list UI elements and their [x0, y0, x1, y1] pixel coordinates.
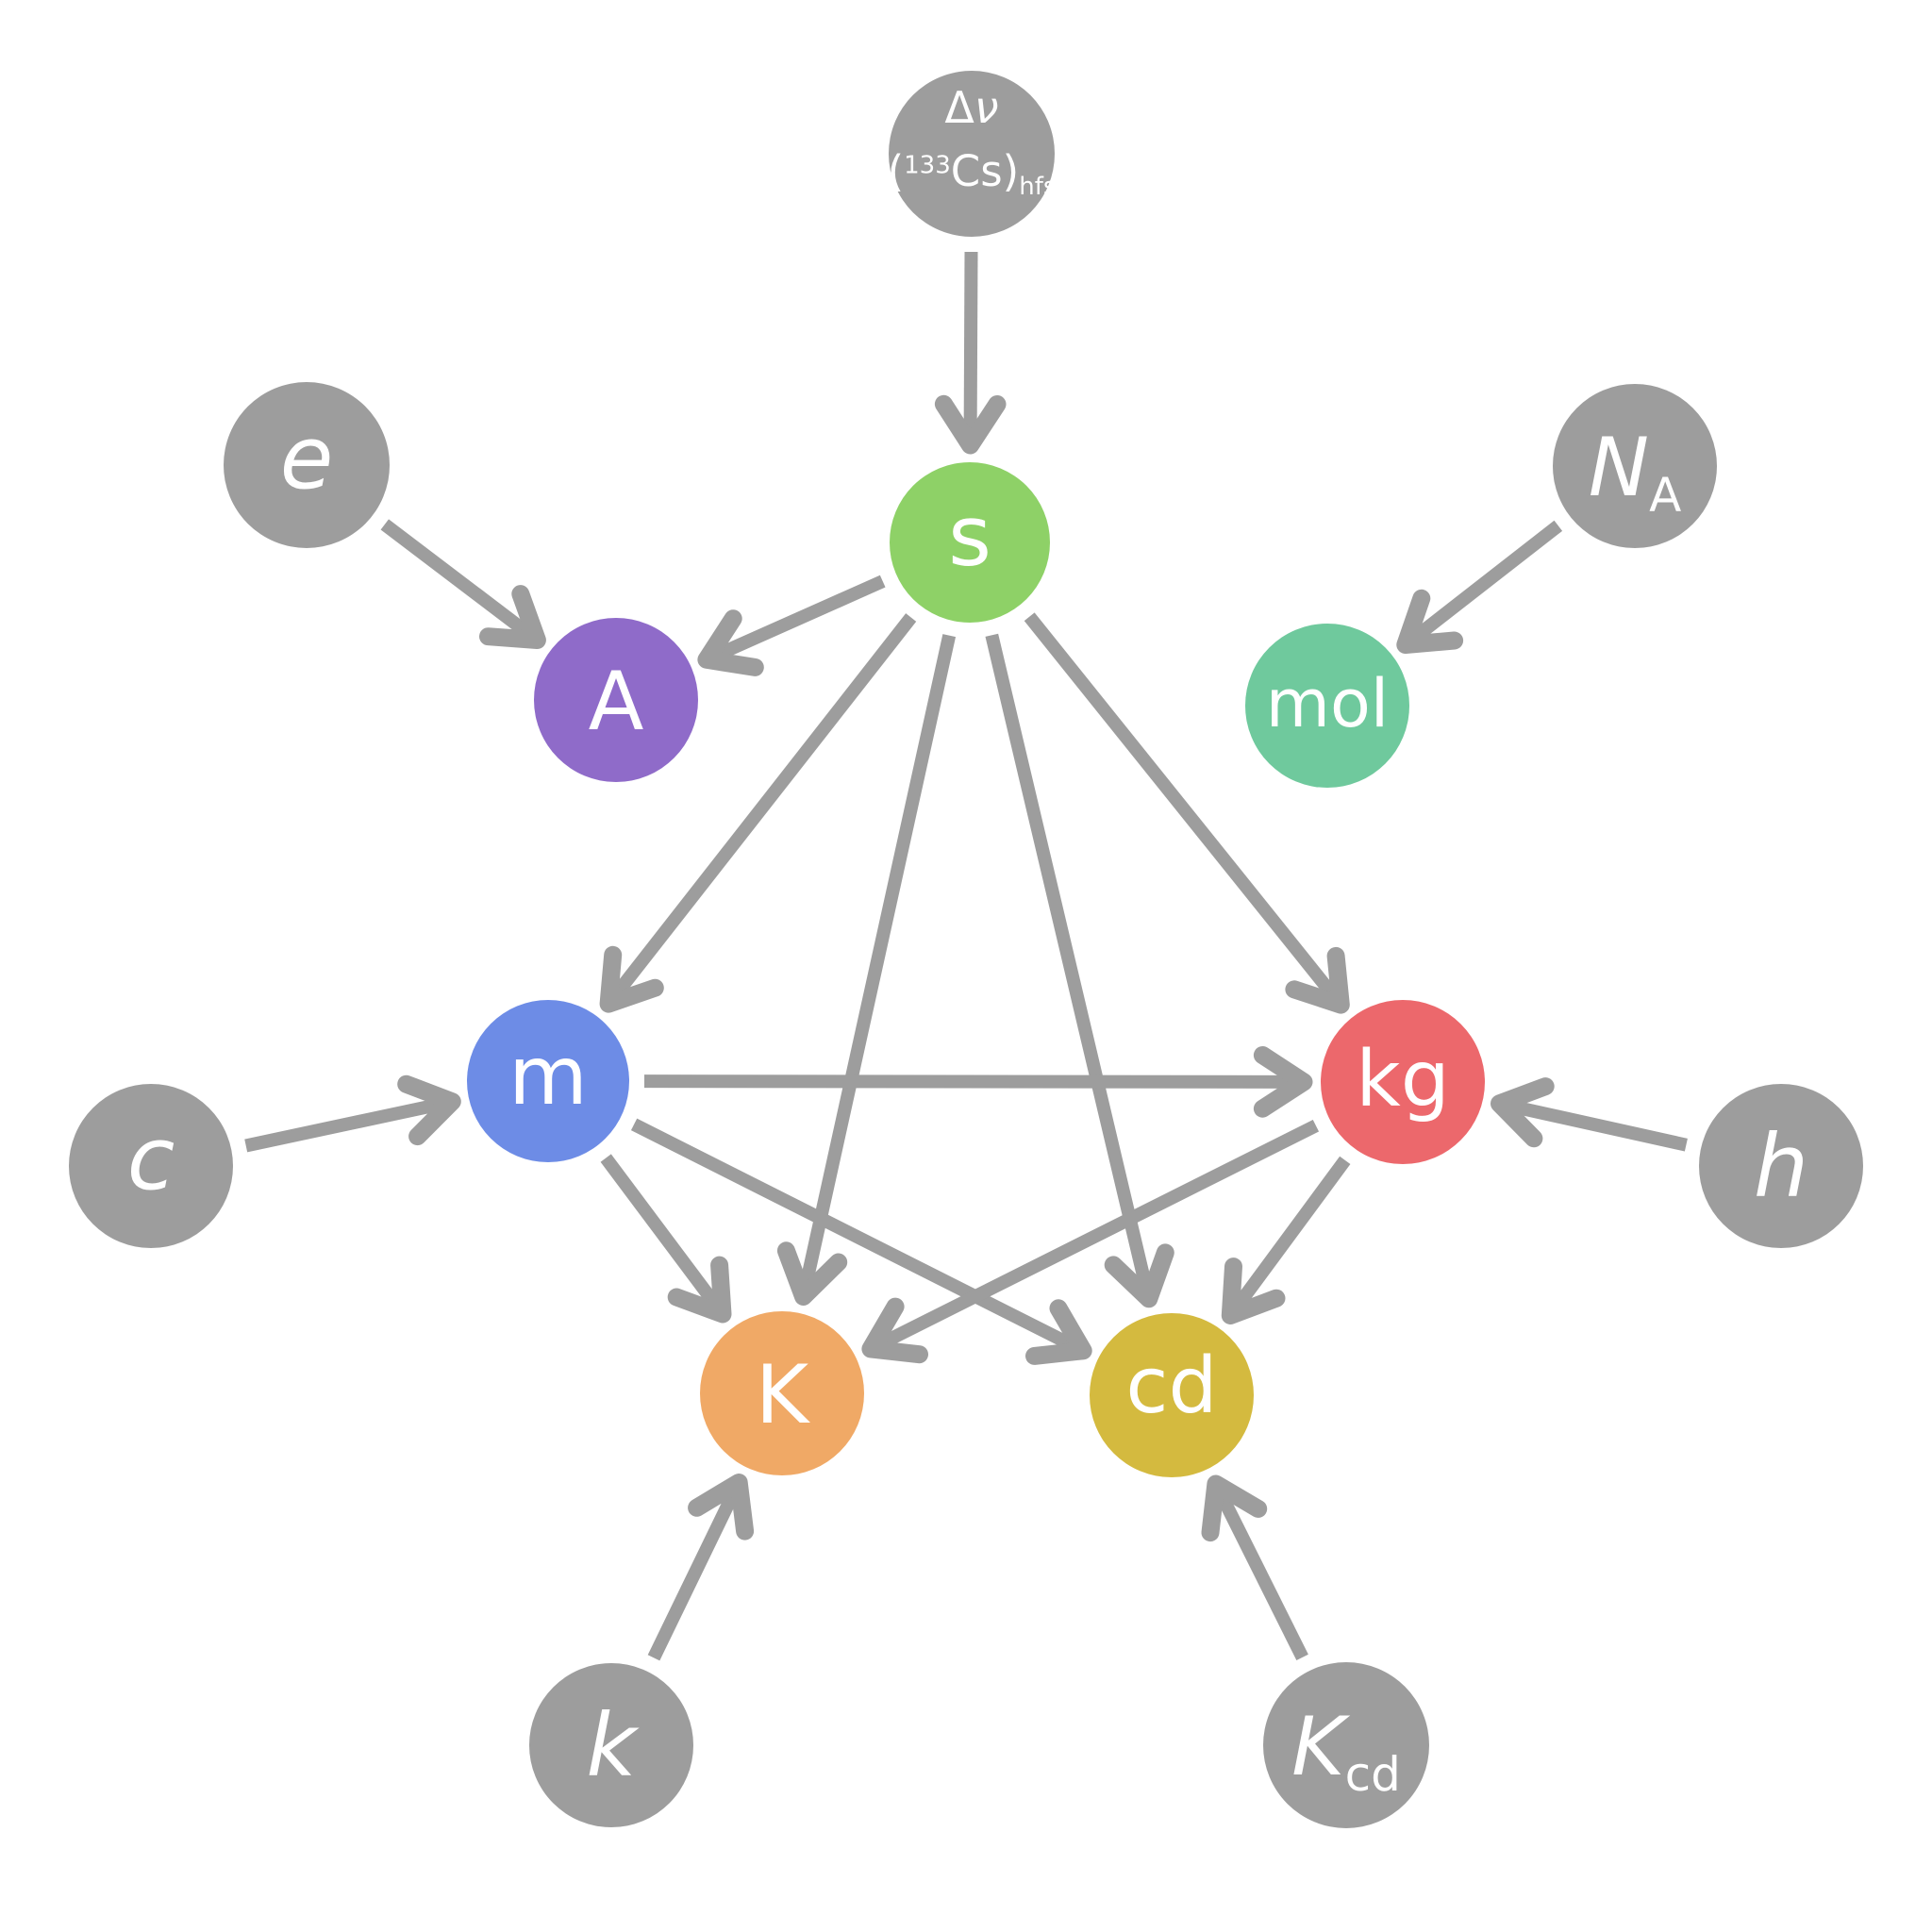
- arrow-shaft: [630, 1118, 1076, 1352]
- node-candela-circle: [1090, 1313, 1254, 1477]
- arrow-shaft: [963, 251, 978, 435]
- arrow-second-to-kilogram: [1024, 612, 1350, 1014]
- node-luminous-efficacy-constant-circle: [1263, 1662, 1429, 1828]
- node-caesium-hyperfine-frequency-circle: [889, 71, 1055, 237]
- node-candela: cd: [1090, 1313, 1254, 1477]
- node-boltzmann-constant-circle: [529, 1663, 693, 1827]
- node-kilogram: kg: [1321, 1000, 1485, 1164]
- node-caesium-hyperfine-frequency-label-line2: (133Cs)hfs: [888, 146, 1057, 201]
- arrow-head: [934, 394, 1007, 455]
- node-metre-label: m: [508, 1029, 588, 1124]
- node-planck-constant-circle: [1699, 1084, 1863, 1248]
- arrow-kilogram-to-kelvin: [861, 1119, 1320, 1364]
- node-mole: mol: [1245, 624, 1409, 788]
- arrow-shaft: [985, 633, 1153, 1290]
- arrow-boltzmann-constant-to-kelvin: [647, 1474, 755, 1661]
- node-ampere: A: [534, 618, 698, 782]
- arrow-head: [1253, 1046, 1313, 1118]
- node-kelvin: K: [700, 1311, 864, 1475]
- node-second-label: s: [948, 488, 991, 585]
- node-boltzmann-constant-label: k: [586, 1695, 640, 1796]
- arrow-head: [688, 1474, 755, 1541]
- arrow-second-to-metre: [599, 613, 917, 1013]
- node-elementary-charge-label: e: [280, 408, 334, 508]
- node-kelvin-circle: [700, 1311, 864, 1475]
- arrow-shaft: [600, 1154, 722, 1309]
- arrow-head: [697, 609, 764, 676]
- arrow-shaft: [877, 1119, 1320, 1350]
- node-boltzmann-constant: k: [529, 1663, 693, 1827]
- arrow-head: [1285, 946, 1350, 1014]
- arrow-metre-to-kelvin: [600, 1154, 732, 1324]
- node-caesium-hyperfine-frequency: Δν (133Cs)hfs: [888, 71, 1057, 237]
- arrow-shaft: [1214, 1491, 1308, 1661]
- node-avogadro-constant-label: NA: [1589, 421, 1682, 523]
- node-second-circle: [890, 462, 1050, 623]
- node-metre-circle: [467, 1000, 629, 1162]
- node-elementary-charge-circle: [224, 382, 390, 548]
- node-ampere-label: A: [589, 655, 644, 749]
- arrow-head: [1491, 1077, 1555, 1148]
- node-caesium-hyperfine-frequency-label-line1: Δν: [944, 82, 998, 133]
- arrow-metre-to-candela: [630, 1118, 1092, 1365]
- arrow-head: [1396, 589, 1464, 654]
- arrow-elementary-charge-to-ampere: [380, 519, 546, 649]
- arrow-shaft: [1409, 520, 1563, 643]
- node-ampere-circle: [534, 618, 698, 782]
- arrow-shaft: [1508, 1099, 1688, 1152]
- arrow-head: [1025, 1299, 1092, 1365]
- arrow-head: [397, 1074, 461, 1146]
- node-speed-of-light: c: [69, 1084, 233, 1248]
- node-metre: m: [467, 1000, 629, 1162]
- arrow-shaft: [1024, 612, 1340, 1001]
- node-speed-of-light-label: c: [127, 1108, 175, 1209]
- arrow-head: [479, 585, 546, 649]
- node-second: s: [890, 462, 1050, 623]
- arrow-kilogram-to-candela: [1221, 1156, 1351, 1324]
- node-planck-constant-label: h: [1754, 1116, 1808, 1217]
- arrows-layer: [244, 251, 1688, 1661]
- node-kelvin-label: K: [756, 1348, 811, 1442]
- arrow-head: [1104, 1243, 1174, 1308]
- node-planck-constant: h: [1699, 1084, 1863, 1248]
- arrow-caesium-hyperfine-frequency-to-second: [934, 251, 1007, 455]
- node-mole-label: mol: [1266, 665, 1389, 742]
- node-kilogram-label: kg: [1356, 1035, 1450, 1124]
- arrow-shaft: [714, 575, 886, 661]
- arrow-head: [667, 1256, 732, 1324]
- node-luminous-efficacy-constant-label: Kcd: [1291, 1700, 1401, 1802]
- arrow-second-to-candela: [985, 633, 1174, 1308]
- node-avogadro-constant: NA: [1553, 384, 1717, 548]
- arrow-shaft: [643, 1074, 1293, 1089]
- arrow-second-to-ampere: [697, 575, 886, 676]
- arrow-shaft: [244, 1097, 443, 1153]
- arrow-avogadro-constant-to-mole: [1396, 520, 1563, 654]
- arrow-head: [1201, 1474, 1268, 1542]
- arrow-metre-to-kilogram: [643, 1046, 1313, 1118]
- arrow-head: [861, 1297, 928, 1364]
- arrow-planck-constant-to-kilogram: [1491, 1077, 1688, 1152]
- node-avogadro-constant-circle: [1553, 384, 1717, 548]
- arrow-shaft: [609, 613, 917, 1000]
- arrow-head: [776, 1241, 848, 1306]
- arrow-head: [1221, 1257, 1286, 1324]
- arrow-head: [599, 945, 664, 1013]
- arrow-shaft: [380, 519, 533, 639]
- arrow-luminous-efficacy-constant-to-candela: [1201, 1474, 1308, 1661]
- arrow-shaft: [799, 634, 957, 1288]
- node-elementary-charge: e: [224, 382, 390, 548]
- arrow-shaft: [1231, 1156, 1351, 1311]
- node-mole-circle: [1245, 624, 1409, 788]
- node-kilogram-circle: [1321, 1000, 1485, 1164]
- node-luminous-efficacy-constant: Kcd: [1263, 1662, 1429, 1828]
- arrow-second-to-kelvin: [776, 634, 957, 1306]
- node-candela-label: cd: [1125, 1341, 1217, 1431]
- node-speed-of-light-circle: [69, 1084, 233, 1248]
- arrow-speed-of-light-to-metre: [244, 1074, 461, 1153]
- arrow-shaft: [647, 1490, 741, 1661]
